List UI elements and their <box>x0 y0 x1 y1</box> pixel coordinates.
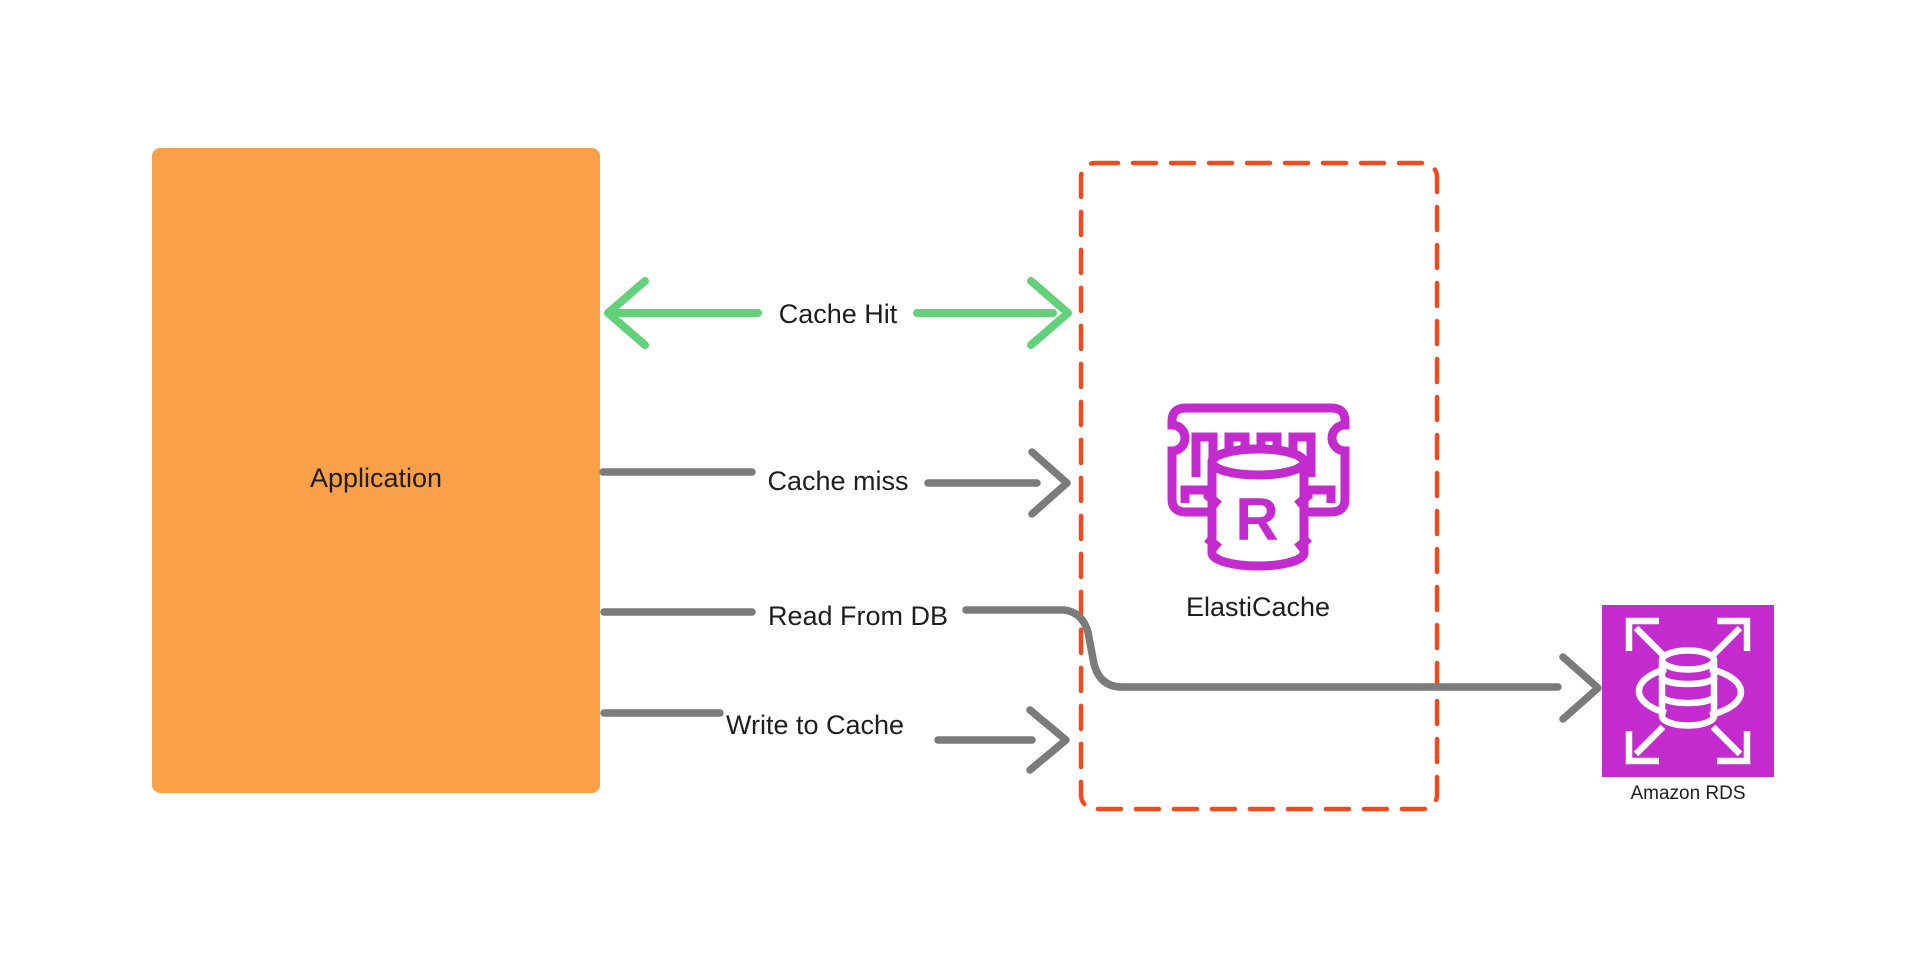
write-to-cache-arrowhead-icon <box>1026 706 1070 774</box>
rds-left-arc <box>1635 665 1667 717</box>
memory-chip-pin-left <box>1180 485 1213 503</box>
cache-hit-left-arrowhead-icon <box>604 277 649 349</box>
rds-right-arc <box>1709 665 1745 719</box>
memory-chip-outline <box>1167 403 1350 517</box>
rds-cylinder-disks <box>1658 675 1718 707</box>
elasticache-r-letter: R <box>1235 486 1278 553</box>
cylinder-tick <box>1204 491 1222 509</box>
cache-hit-right-arrowhead-icon <box>1027 277 1072 349</box>
rds-database-scaling-icon <box>1602 605 1774 777</box>
edge-cache-hit: Cache Hit <box>604 277 1072 349</box>
amazon-rds-label: Amazon RDS <box>1630 783 1745 804</box>
elasticache-memory-module-icon: R <box>1167 403 1350 571</box>
rds-arrow-ne-icon <box>1710 617 1751 658</box>
rds-arrow-sw-icon <box>1625 724 1666 765</box>
cache-miss-label: Cache miss <box>767 466 908 496</box>
rds-arrow-se-icon <box>1710 724 1751 765</box>
elasticache-label: ElastiCache <box>1186 592 1330 622</box>
cylinder-tick <box>1294 534 1312 552</box>
redis-cylinder-top <box>1207 444 1309 480</box>
application-label: Application <box>310 463 442 493</box>
read-from-db-label: Read From DB <box>768 601 948 631</box>
memory-chip-pin-right <box>1303 485 1336 503</box>
rds-cylinder-body <box>1658 660 1718 729</box>
rds-arrow-nw-icon <box>1625 617 1666 658</box>
elasticache-boundary-box <box>1078 160 1440 812</box>
write-to-cache-label: Write to Cache <box>726 710 904 740</box>
edge-write-to-cache: Write to Cache <box>600 706 1070 774</box>
application-box <box>152 148 600 793</box>
cylinder-tick <box>1204 534 1222 552</box>
cylinder-tick <box>1294 491 1312 509</box>
application-node: Application <box>152 148 600 793</box>
edge-read-from-db: Read From DB <box>600 601 1602 723</box>
read-from-db-arrowhead-icon <box>1559 653 1602 723</box>
edge-cache-miss: Cache miss <box>599 448 1071 518</box>
read-from-db-curved-shaft <box>962 606 1562 691</box>
cache-miss-arrowhead-icon <box>1028 448 1071 518</box>
cache-hit-label: Cache Hit <box>779 299 898 329</box>
